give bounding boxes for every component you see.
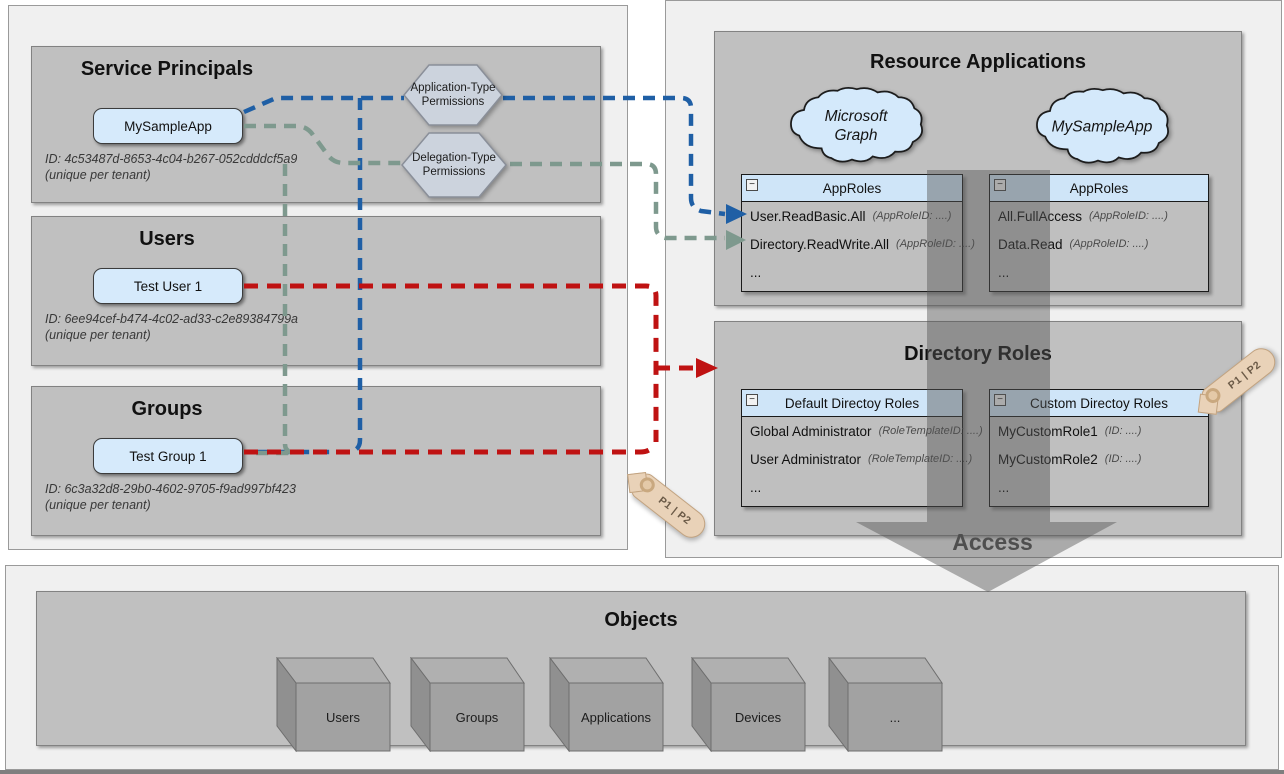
delegation-type-permissions-hexagon: Delegation-Type Permissions [401,132,507,198]
custom-directory-roles-header: − Custom Directoy Roles [990,390,1208,417]
table-row: All.FullAccess (AppRoleID: ....) [998,208,1168,224]
table-row: Global Administrator (RoleTemplateID: ..… [750,423,983,439]
objects-title: Objects [604,609,678,631]
cube-icon [409,656,525,753]
microsoft-graph-cloud-label: Microsoft Graph [824,108,888,144]
service-principal-node[interactable]: MySampleApp [93,108,243,144]
table-row: User.ReadBasic.All (AppRoleID: ....) [750,208,952,224]
table-row: Data.Read (AppRoleID: ....) [998,236,1149,252]
cube-users: Users [275,656,392,753]
collapse-toggle-icon[interactable]: − [746,394,758,406]
default-directory-roles-table: − Default Directoy Roles Global Administ… [741,389,983,507]
roles-panel: Resource Applications Microsoft Graph My… [665,0,1282,558]
cube-applications: Applications [548,656,665,753]
default-directory-roles-header: − Default Directoy Roles [742,390,962,417]
user-id-line: ID: 6ee94cef-b474-4c02-ad33-c2e89384799a [45,312,298,326]
directory-roles-title: Directory Roles [904,343,1052,365]
cube-devices: Devices [690,656,807,753]
collapse-toggle-icon[interactable]: − [994,394,1006,406]
application-type-permissions-hexagon: Application-Type Permissions [403,64,503,126]
user-node[interactable]: Test User 1 [93,268,243,304]
table-row: ... [998,264,1010,280]
table-row: User Administrator (RoleTemplateID: ....… [750,451,973,467]
table-row: MyCustomRole2 (ID: ....) [998,451,1142,467]
collapse-toggle-icon[interactable]: − [746,179,758,191]
table-row: ... [750,264,762,280]
objects-panel: Objects [5,565,1279,770]
cloud-icon [790,87,923,163]
mysampleapp-approles-header: − AppRoles [990,175,1208,202]
service-principals-title: Service Principals [80,58,254,80]
microsoft-graph-cloud: Microsoft Graph [781,86,931,166]
cube-more: ... [827,656,944,753]
cube-groups: Groups [409,656,526,753]
cloud-icon [1036,88,1169,164]
group-node[interactable]: Test Group 1 [93,438,243,474]
hexagon-shape-icon [403,64,503,126]
application-type-permissions-label: Application-Type Permissions [410,82,496,108]
hexagon-shape-icon [401,132,507,198]
table-row: ... [750,479,762,495]
resource-applications-title: Resource Applications [870,51,1086,73]
table-row: MyCustomRole1 (ID: ....) [998,423,1142,439]
users-title: Users [139,228,195,250]
group-id-line: ID: 6c3a32d8-29b0-4602-9705-f9ad997bf423 [45,482,296,496]
custom-directory-roles-table: − Custom Directoy Roles MyCustomRole1 (I… [989,389,1209,507]
msgraph-approles-table: − AppRoles User.ReadBasic.All (AppRoleID… [741,174,975,292]
cube-icon [827,656,943,753]
collapse-toggle-icon[interactable]: − [994,179,1006,191]
user-id-note: (unique per tenant) [45,328,151,342]
service-principal-id-line: ID: 4c53487d-8653-4c04-b267-052cdddcf5a9 [45,152,298,166]
cube-icon [275,656,391,753]
table-row: Directory.ReadWrite.All (AppRoleID: ....… [750,236,975,252]
identities-panel: Service Principals MySampleApp ID: 4c534… [8,5,628,550]
service-principal-id-note: (unique per tenant) [45,168,151,182]
mysampleapp-approles-table: − AppRoles All.FullAccess (AppRoleID: ..… [989,174,1209,292]
groups-title: Groups [131,398,203,420]
mysampleapp-cloud-label: MySampleApp [1051,118,1153,136]
group-id-note: (unique per tenant) [45,498,151,512]
mysampleapp-cloud: MySampleApp [1027,87,1177,167]
cube-icon [690,656,806,753]
cube-icon [548,656,664,753]
delegation-type-permissions-label: Delegation-Type Permissions [412,152,496,178]
table-row: ... [998,479,1010,495]
service-principal-id: ID: 4c53487d-8653-4c04-b267-052cdddcf5a9… [45,151,297,183]
msgraph-approles-header: − AppRoles [742,175,962,202]
screen-edge-strip [0,770,1284,774]
group-id: ID: 6c3a32d8-29b0-4602-9705-f9ad997bf423… [45,481,296,513]
user-id: ID: 6ee94cef-b474-4c02-ad33-c2e89384799a… [45,311,298,343]
access-label: Access [952,529,1033,555]
